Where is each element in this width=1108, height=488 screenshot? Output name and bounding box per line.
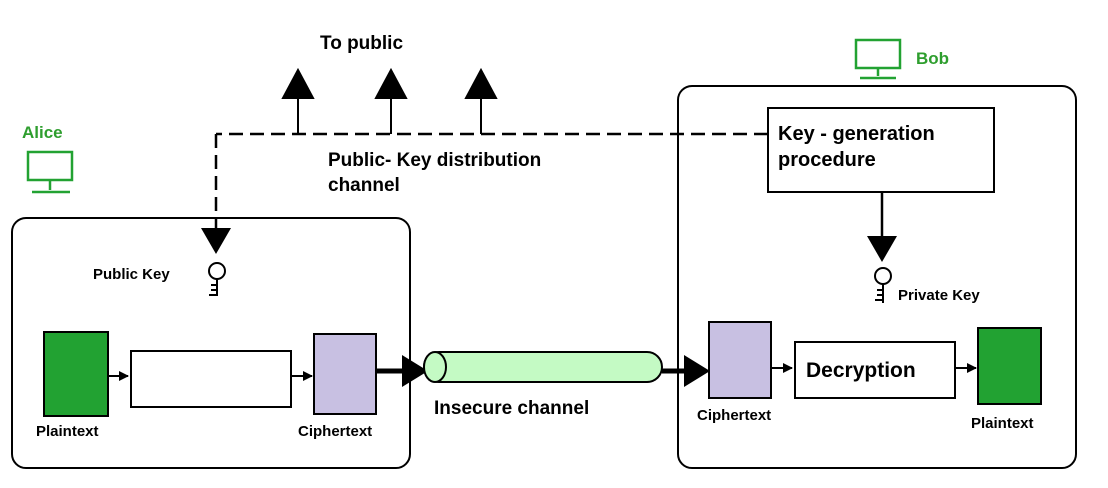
public-key-down-arrow — [201, 228, 231, 254]
insecure-channel-tube — [423, 351, 663, 383]
decryption-box — [794, 341, 956, 399]
alice-computer-icon — [26, 150, 74, 194]
private-key-label: Private Key — [898, 287, 980, 304]
key-generation-label-line1: Key - generation — [778, 123, 935, 145]
alice-ciphertext-label: Ciphertext — [298, 423, 372, 440]
bob-plaintext-label: Plaintext — [971, 415, 1034, 432]
private-key-down-arrow — [867, 236, 897, 262]
key-generation-label-line2: procedure — [778, 149, 876, 171]
public-key-channel-label-line2: channel — [328, 175, 400, 196]
bob-ciphertext-box — [708, 321, 772, 399]
to-public-label: To public — [320, 33, 403, 54]
public-key-channel-label-line1: Public- Key distribution — [328, 150, 541, 171]
decryption-label: Decryption — [806, 359, 916, 382]
bob-label: Bob — [916, 49, 949, 68]
bob-computer-icon — [854, 38, 902, 80]
public-key-distribution-channel-line — [214, 132, 768, 228]
alice-container — [11, 217, 411, 469]
public-key-label: Public Key — [93, 266, 170, 283]
encryption-box — [130, 350, 292, 408]
public-arrow-3 — [464, 67, 498, 99]
alice-ciphertext-box — [313, 333, 377, 415]
public-key-icon — [208, 262, 226, 296]
public-arrow-2 — [374, 67, 408, 99]
arrow-to-insecure-channel-head — [402, 355, 428, 387]
public-arrows — [281, 67, 498, 134]
arrow-from-insecure-channel-head — [684, 355, 710, 387]
insecure-channel-label: Insecure channel — [434, 398, 589, 419]
bob-ciphertext-label: Ciphertext — [697, 407, 771, 424]
public-arrow-1 — [281, 67, 315, 99]
alice-plaintext-label: Plaintext — [36, 423, 99, 440]
bob-plaintext-box — [977, 327, 1042, 405]
key-generation-box — [767, 107, 995, 193]
alice-plaintext-box — [43, 331, 109, 417]
private-key-icon — [874, 267, 892, 303]
alice-label: Alice — [22, 123, 63, 142]
